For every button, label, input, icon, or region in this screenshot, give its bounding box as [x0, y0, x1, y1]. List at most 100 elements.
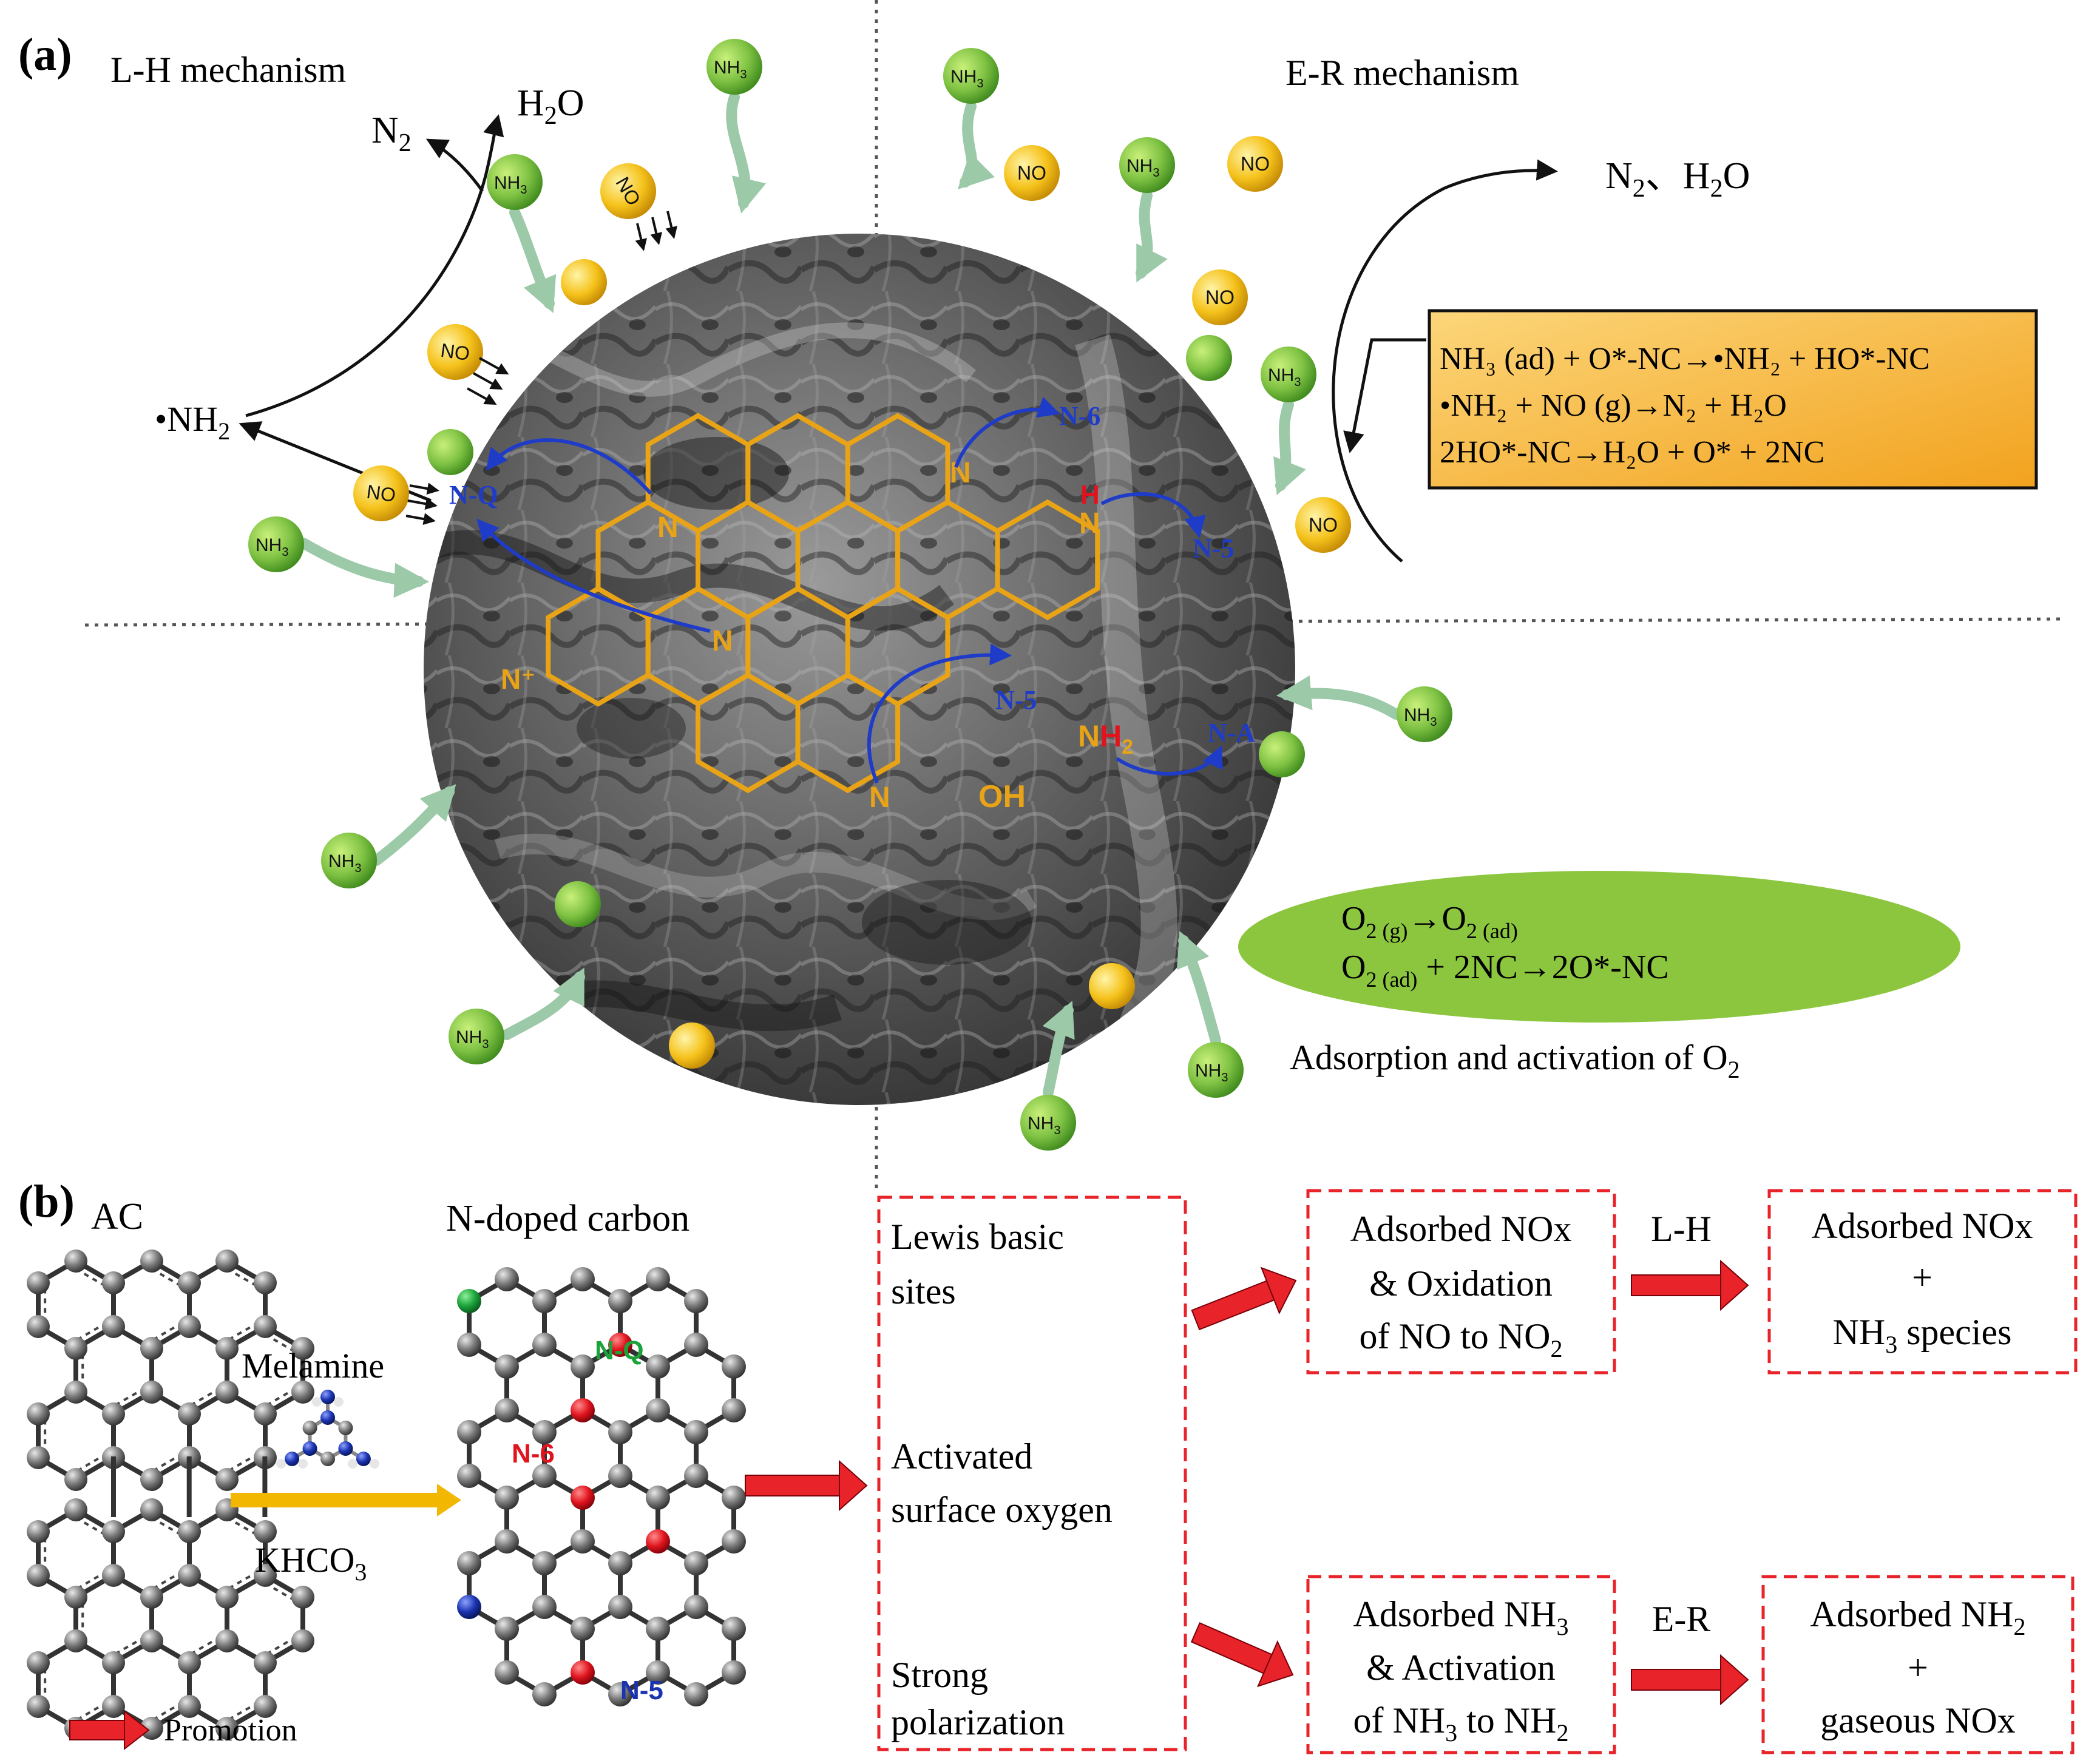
er-box1-line-3: of NH3 to NH2 — [1353, 1700, 1569, 1747]
structure-ring — [795, 672, 901, 794]
property-oxygen-2: surface oxygen — [891, 1490, 1113, 1530]
structure-n-label-1: N — [657, 512, 679, 544]
melamine-ring-atom — [302, 1421, 317, 1435]
lattice-atom — [646, 1354, 670, 1379]
lattice-atom — [215, 1337, 239, 1360]
er-box2-line-2: + — [1908, 1648, 1928, 1688]
lh-product-h2o: H2O — [517, 83, 584, 130]
lattice-atom — [291, 1381, 314, 1404]
lattice-aromatic-bond — [189, 1387, 221, 1407]
nh3-label: NH3 — [1404, 705, 1437, 729]
lattice-atom — [646, 1398, 670, 1422]
lattice-atom — [178, 1651, 201, 1674]
melamine-ring-atom — [302, 1441, 317, 1456]
nitrogen-doped-structure — [546, 413, 1100, 794]
arrow-nh2-to-h2o — [245, 114, 504, 418]
blue-arrow-n-q-bottom — [476, 518, 711, 633]
lattice-atom — [646, 1267, 670, 1291]
er-reaction-box: NH₃ (ad) + O*-NC→•NH₂ + HO*-NC •NH₂ + NO… — [1428, 309, 2038, 490]
curly-approach-arrow — [726, 92, 767, 214]
property-lewis-2: sites — [891, 1271, 956, 1311]
lattice-atom — [722, 1486, 746, 1510]
melamine-h — [298, 1459, 308, 1469]
lattice-atom — [571, 1354, 595, 1379]
lattice-atom — [291, 1629, 314, 1652]
lattice-atom — [64, 1381, 87, 1404]
property-lewis-1: Lewis basic — [891, 1217, 1064, 1257]
er-box1-line-2: & Activation — [1366, 1648, 1556, 1688]
nh3-molecule: NH3 — [1188, 1042, 1244, 1098]
lattice-atom — [608, 1551, 632, 1575]
lattice-aromatic-bond — [75, 1701, 107, 1722]
sem-image-circle — [424, 234, 1295, 1105]
lattice-atom — [722, 1660, 746, 1685]
nh3-label: NH3 — [1126, 156, 1159, 180]
nh3-label: NH3 — [256, 535, 288, 559]
er-reaction-line-3: 2HO*-NC→H₂O + O* + 2NC — [1440, 435, 1824, 470]
lattice-aromatic-bond — [264, 1333, 297, 1354]
lattice-atom — [140, 1498, 163, 1521]
melamine-ring-atom — [320, 1410, 335, 1425]
melamine-molecule — [276, 1390, 379, 1469]
lattice-atom — [532, 1595, 557, 1619]
structure-oh-label: OH — [978, 779, 1026, 814]
o2-activation-ellipse: O2 (g)→O2 (ad) O2 (ad) + 2NC→2O*-NC — [1238, 871, 1960, 1023]
blue-arrow-n-q-top — [486, 438, 652, 495]
lattice-atom — [495, 1267, 519, 1291]
lattice-atom — [64, 1498, 87, 1521]
melamine-h — [347, 1459, 357, 1469]
lattice-atom — [254, 1520, 277, 1543]
lattice-atom — [102, 1402, 125, 1425]
lattice-atom — [254, 1271, 277, 1294]
panel-b: (b) AC N-doped carbon Melamine KHCO3 N-Q… — [18, 1176, 2078, 1754]
melamine-h — [312, 1397, 322, 1407]
lattice-atom — [178, 1564, 201, 1587]
no-molecule: NO — [353, 465, 409, 521]
adsorbed-no-ball — [1089, 963, 1135, 1009]
nh3-molecule: NH3 — [1119, 137, 1175, 193]
promotion-arrow-lh — [1631, 1259, 1749, 1311]
lh-box2-line-1: Adsorbed NOx — [1812, 1206, 2033, 1246]
melamine-amine-n — [285, 1452, 300, 1466]
lattice-atom — [27, 1402, 50, 1425]
lattice-atom — [495, 1486, 519, 1510]
promotion-legend: Promotion — [69, 1709, 297, 1751]
no-label: NO — [1241, 153, 1270, 175]
nh3-label: NH3 — [456, 1027, 489, 1051]
lattice-atom — [722, 1529, 746, 1554]
no-adsorption-arrow — [665, 211, 678, 239]
curly-approach-arrow — [1273, 399, 1306, 496]
lattice-atom — [64, 1337, 87, 1360]
lattice-aromatic-bond — [75, 1321, 107, 1342]
lattice-atom — [254, 1651, 277, 1674]
curly-approach-arrow — [957, 101, 995, 190]
khco3-label: KHCO3 — [255, 1540, 367, 1586]
panel-a: N N N N⁺ N H N NH2 OH N-Q N-6 N-5 N-5 N-… — [18, 0, 2064, 1189]
lattice-atom — [457, 1595, 481, 1619]
nh3-molecule: NH3 — [1020, 1095, 1076, 1151]
lattice-aromatic-bond — [75, 1570, 107, 1591]
lattice-aromatic-bond — [151, 1321, 183, 1342]
lattice-aromatic-bond — [264, 1635, 297, 1656]
lattice-atom — [571, 1398, 595, 1422]
lattice-atom — [102, 1520, 125, 1543]
no-molecule: NO — [1227, 136, 1283, 192]
lattice-atom — [646, 1529, 670, 1554]
promotion-legend-label: Promotion — [164, 1713, 297, 1748]
lattice-atom — [102, 1271, 125, 1294]
lattice-atom — [495, 1398, 519, 1422]
lattice-atom — [722, 1354, 746, 1379]
nh3-label: NH3 — [1028, 1114, 1060, 1137]
blue-arrow-n-5-center — [867, 643, 1012, 784]
no-label: NO — [439, 339, 472, 365]
lattice-aromatic-bond — [113, 1635, 146, 1656]
lattice-atom — [140, 1468, 163, 1491]
lattice-atom — [291, 1337, 314, 1360]
lattice-atom — [140, 1381, 163, 1404]
adsorbed-no-ball — [561, 259, 607, 305]
lattice-atom — [608, 1333, 632, 1357]
arrow-to-n2 — [425, 138, 484, 192]
no-adsorption-arrow — [479, 357, 509, 374]
nh3-molecule: NH3 — [1397, 686, 1452, 742]
